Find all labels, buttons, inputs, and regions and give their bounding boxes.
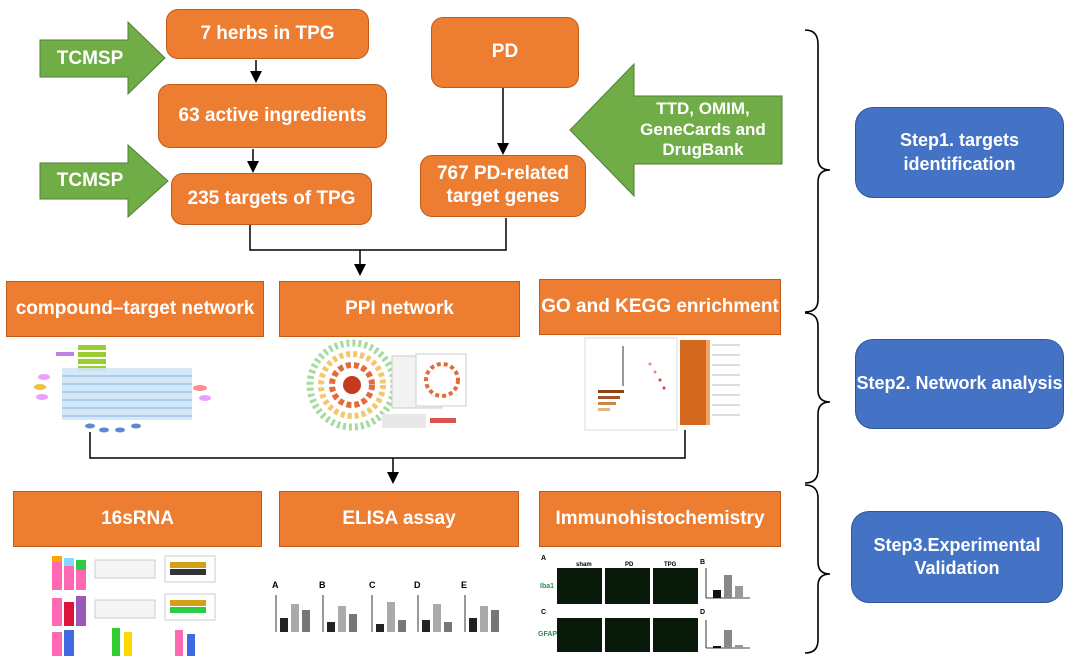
databases-label: TTD, OMIM, GeneCards and DrugBank [640,99,766,160]
elisa-letter-d: D [414,580,421,590]
step3-box: Step3.Experimental Validation [851,511,1063,603]
elisa-bar [376,624,384,632]
box-elisa: ELISA assay [279,491,519,547]
elisa-bar [469,618,477,632]
tcmsp-arrow-1 [39,20,166,96]
box-compound-target: compound–target network [6,281,264,337]
node-pd: PD [431,17,579,88]
elisa-bar [480,606,488,632]
node-ingredients: 63 active ingredients [158,84,387,148]
box-ppi: PPI network [279,281,520,337]
ihc-col-sham: sham [576,562,592,568]
brace-step1 [804,29,831,313]
tcmsp-label-2: TCMSP [56,169,124,191]
elisa-letter-a: A [272,580,279,590]
tcmsp-label-1: TCMSP [56,47,124,69]
elisa-bar [433,604,441,632]
node-herbs: 7 herbs in TPG [166,9,369,59]
elisa-bar [491,610,499,632]
ihc-letter-c: C [541,609,546,616]
ihc-letter-d: D [700,609,705,616]
brace-step3 [804,484,831,654]
elisa-letter-e: E [461,580,467,590]
elisa-bar [349,614,357,632]
box-go-kegg: GO and KEGG enrichment [539,279,781,335]
databases-arrow [569,62,783,198]
elisa-letter-b: B [319,580,326,590]
step2-box: Step2. Network analysis [855,339,1064,429]
elisa-bar [398,620,406,632]
node-targets-tpg: 235 targets of TPG [171,173,372,225]
elisa-bar [302,610,310,632]
step1-box: Step1. targets identification [855,107,1064,198]
elisa-bar [291,604,299,632]
tcmsp-arrow-2 [39,143,169,219]
elisa-bar [444,622,452,632]
ihc-row-iba1: Iba1 [540,583,554,590]
elisa-bar [387,602,395,632]
brace-step2 [804,312,831,484]
elisa-letter-c: C [369,580,376,590]
box-ihc: Immunohistochemistry [539,491,781,547]
ihc-col-pd: PD [625,562,634,568]
elisa-bar [280,618,288,632]
box-16srna: 16sRNA [13,491,262,547]
node-pd-genes: 767 PD-related target genes [420,155,586,217]
elisa-bar [422,620,430,632]
ihc-letter-b: B [700,559,705,566]
ihc-letter-a: A [541,555,546,562]
elisa-bar [338,606,346,632]
elisa-bar [327,622,335,632]
ihc-row-gfap: GFAP [538,631,557,638]
ihc-col-tpg: TPG [664,562,677,568]
